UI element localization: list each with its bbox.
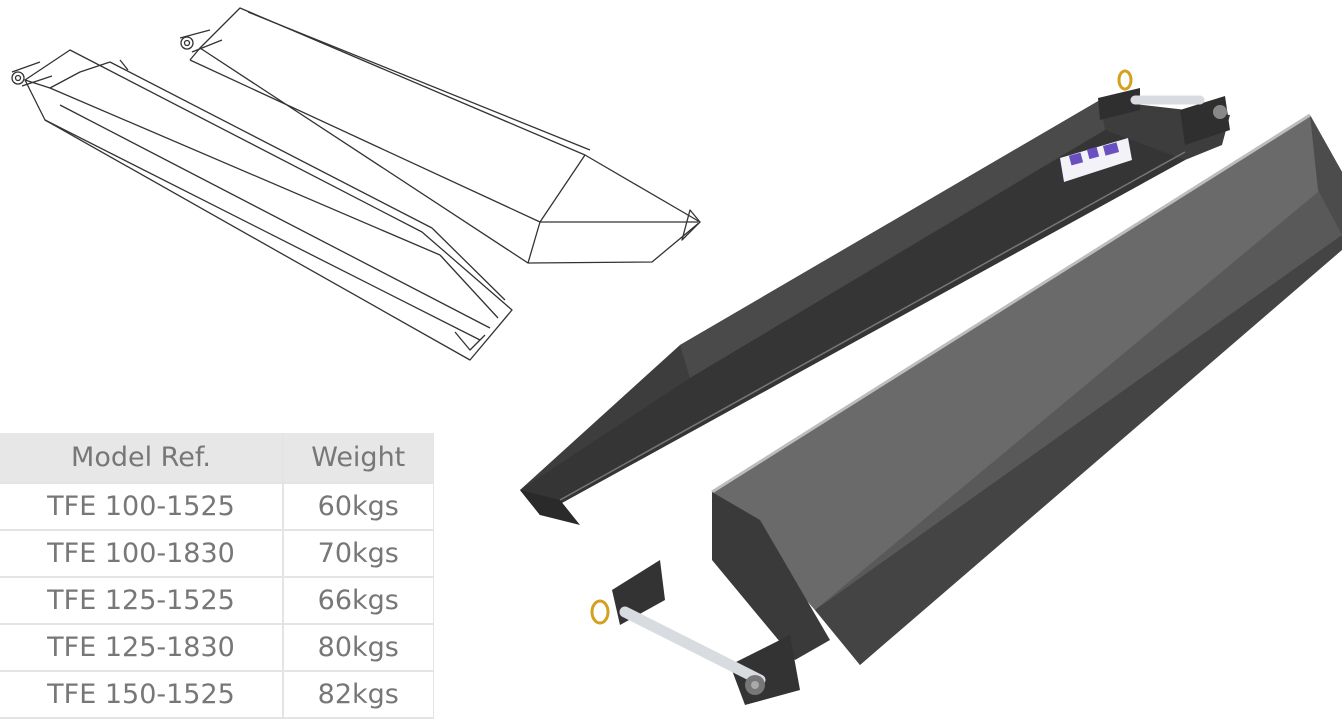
weight-cell: 70kgs	[283, 530, 434, 578]
model-weight-table: Model Ref. Weight TFE 100-1525 60kgs TFE…	[0, 433, 434, 719]
model-ref-cell: TFE 100-1830	[0, 530, 284, 578]
table-row: TFE 100-1525 60kgs	[0, 483, 434, 531]
render-closed-sleeve	[590, 113, 1342, 705]
model-ref-cell: TFE 100-1525	[0, 483, 284, 531]
weight-cell: 60kgs	[283, 483, 434, 531]
table-row: TFE 150-1525 82kgs	[0, 671, 434, 719]
weight-cell: 82kgs	[283, 671, 434, 719]
table-row: TFE 100-1830 70kgs	[0, 530, 434, 578]
table-row: TFE 125-1525 66kgs	[0, 577, 434, 625]
render-open-channel-sleeve	[520, 69, 1230, 525]
table-row: TFE 125-1830 80kgs	[0, 624, 434, 672]
weight-cell: 66kgs	[283, 577, 434, 625]
model-ref-cell: TFE 125-1830	[0, 624, 284, 672]
model-ref-cell: TFE 150-1525	[0, 671, 284, 719]
model-ref-cell: TFE 125-1525	[0, 577, 284, 625]
line-drawing-fork-extensions	[11, 7, 701, 361]
line-drawing-open-channel	[11, 49, 513, 361]
line-drawing-closed-sleeve	[179, 7, 701, 264]
table-header-row: Model Ref. Weight	[0, 433, 434, 484]
column-header-weight: Weight	[283, 433, 434, 484]
weight-cell: 80kgs	[283, 624, 434, 672]
column-header-model-ref: Model Ref.	[0, 433, 284, 484]
render-fork-extensions	[520, 69, 1342, 705]
